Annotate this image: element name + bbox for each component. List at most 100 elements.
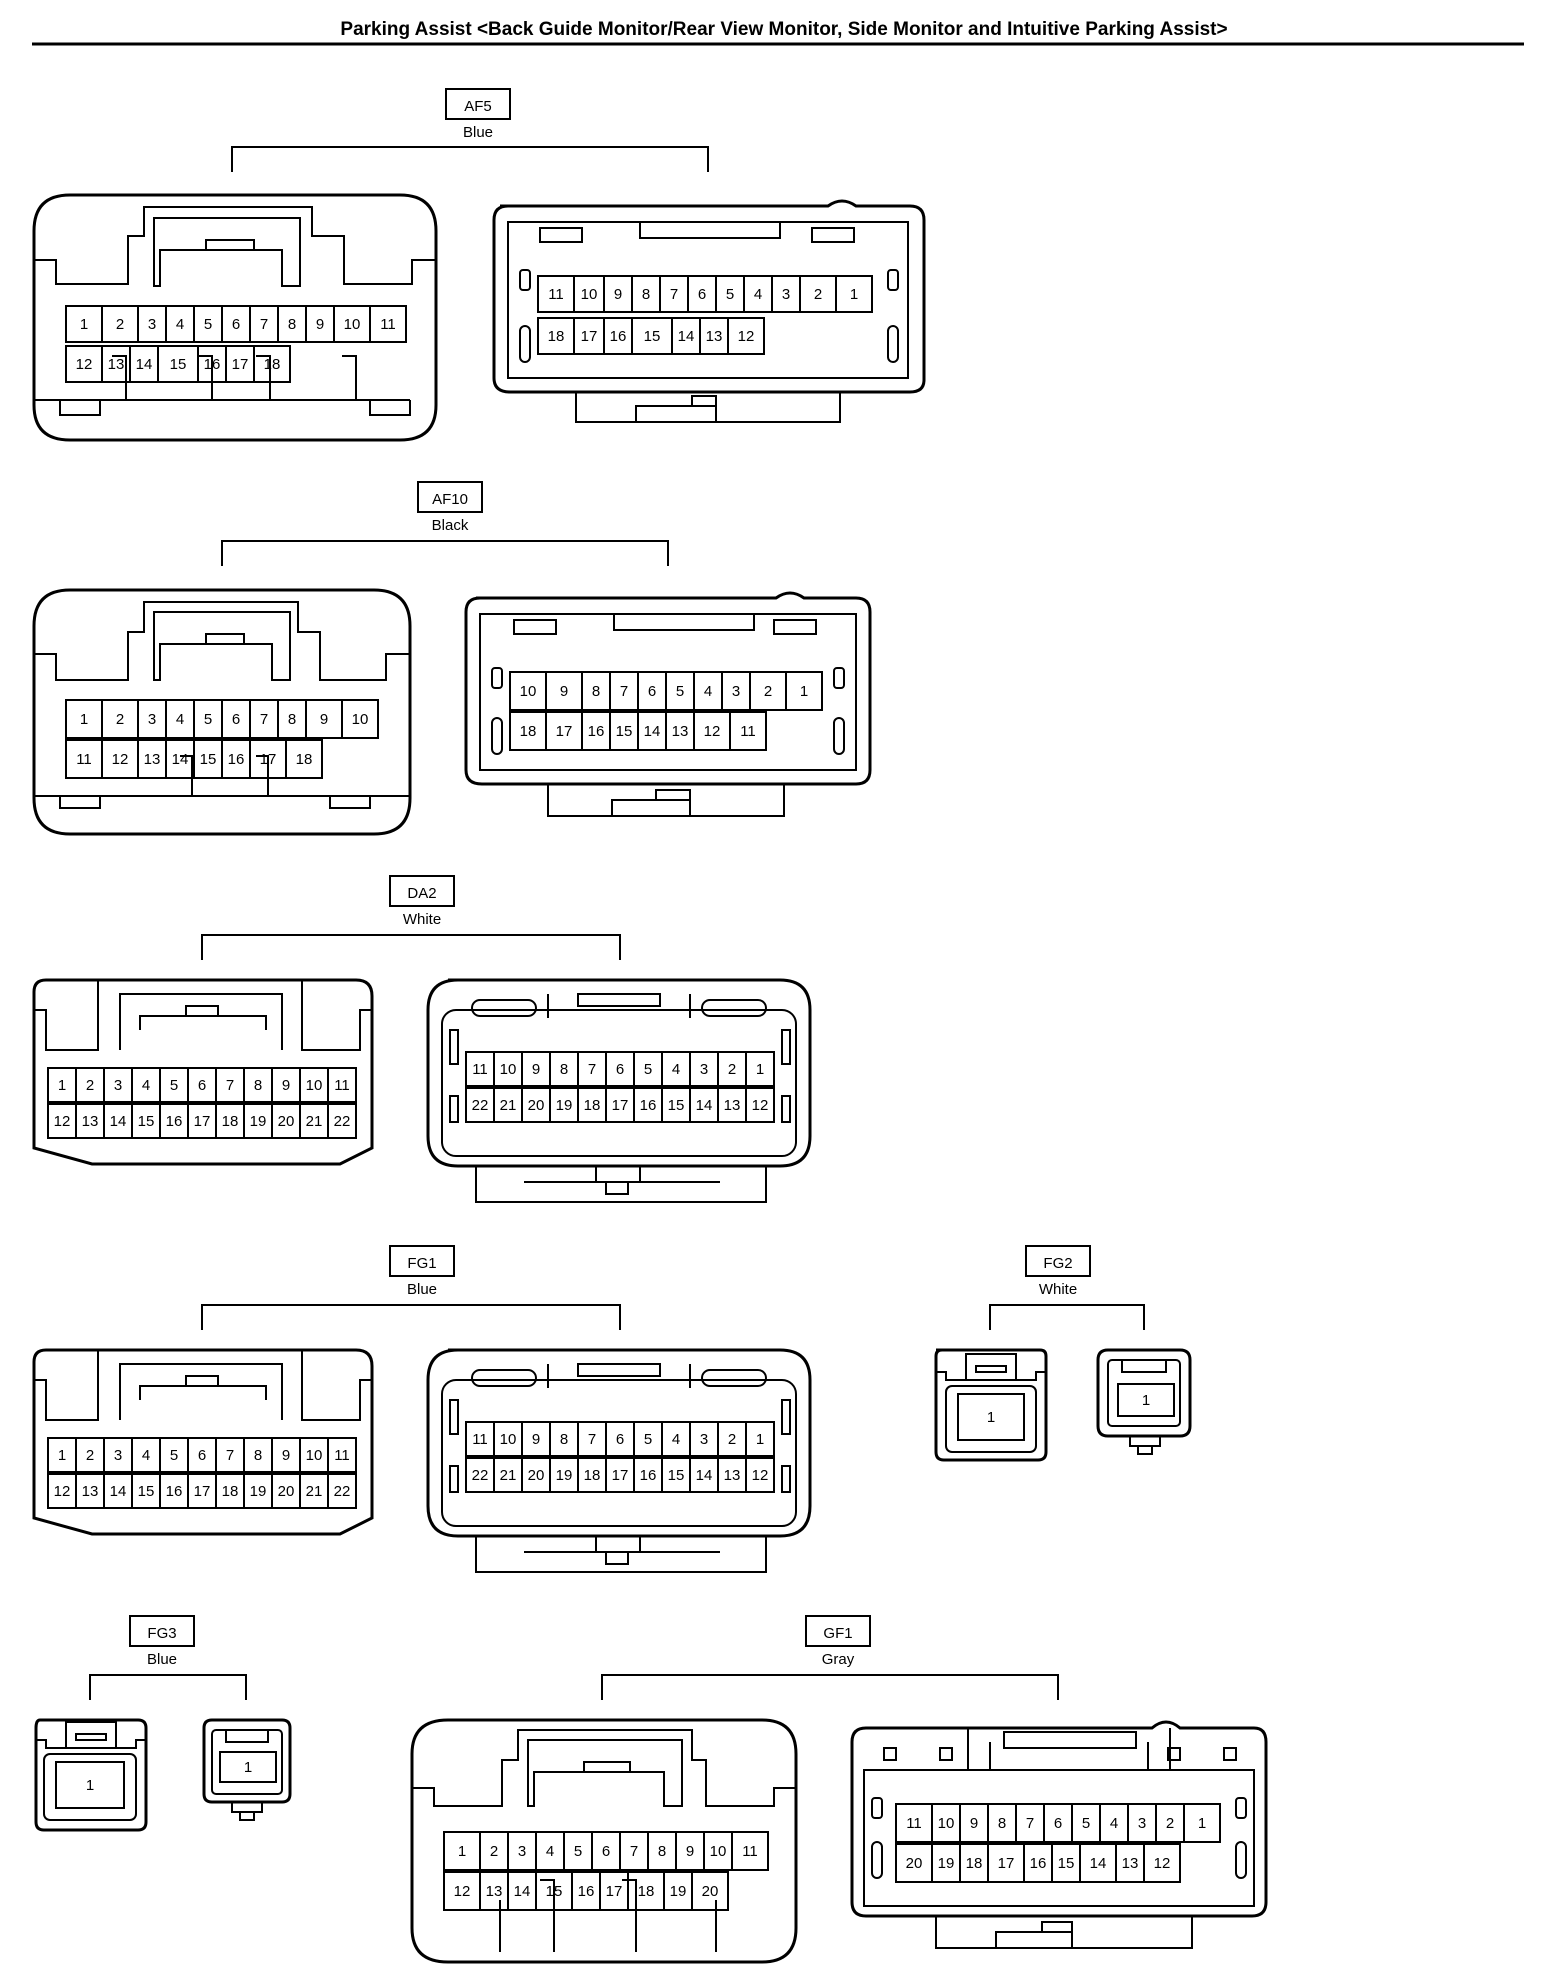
housing-right-side-a	[449, 1029, 459, 1065]
pin-number: 5	[676, 683, 684, 700]
pin-number: 9	[316, 316, 324, 333]
pin-number: 20	[702, 1883, 719, 1900]
pin-cell	[727, 317, 765, 355]
housing-left-inner	[945, 1385, 1037, 1453]
housing-left-latch-inner	[153, 611, 291, 681]
housing-right-side-d	[887, 325, 899, 363]
pin-number: 13	[144, 751, 161, 768]
pin-number: 12	[738, 328, 755, 345]
pin-number: 10	[710, 1843, 727, 1860]
pin-number: 18	[222, 1113, 239, 1130]
connector-code-box	[389, 875, 455, 907]
pin-number: 17	[260, 751, 277, 768]
housing-right-slot-d	[1223, 1747, 1237, 1761]
pin-number: 9	[532, 1061, 540, 1078]
pin-number: 9	[686, 1843, 694, 1860]
pin-number: 6	[648, 683, 656, 700]
pin-number: 1	[244, 1759, 252, 1776]
pin-number: 13	[1122, 1855, 1139, 1872]
pin-number: 4	[754, 286, 762, 303]
housing-right-top-notch	[547, 993, 691, 1018]
housing-right-upper	[967, 1728, 1171, 1770]
housing-right-inner	[863, 1769, 1255, 1907]
pin-number: 1	[86, 1777, 94, 1794]
pin-cell	[745, 1087, 775, 1123]
housing-right-slot-b	[701, 999, 767, 1017]
pin-number: 1	[850, 286, 858, 303]
pin-number: 18	[296, 751, 313, 768]
pin-number: 17	[606, 1883, 623, 1900]
pin-number: 17	[556, 723, 573, 740]
pin-number: 20	[528, 1097, 545, 1114]
pin-cell	[327, 1473, 357, 1509]
pin-number: 15	[668, 1097, 685, 1114]
pin-number: 22	[334, 1113, 351, 1130]
pin-number: 10	[938, 1815, 955, 1832]
pin-number: 12	[112, 751, 129, 768]
pin-number: 7	[670, 286, 678, 303]
connector-color: Blue	[463, 124, 493, 141]
pin-number: 19	[250, 1113, 267, 1130]
pin-number: 3	[114, 1077, 122, 1094]
connector-code-box	[805, 1615, 871, 1647]
pin-number: 5	[726, 286, 734, 303]
pin-number: 1	[800, 683, 808, 700]
pin-number: 4	[176, 711, 184, 728]
housing-right-slot-a	[539, 227, 583, 243]
pin-number: 10	[520, 683, 537, 700]
connector-bracket	[89, 1674, 247, 1700]
pin-number: 11	[380, 316, 396, 333]
housing-left-latch-inner	[139, 1005, 267, 1030]
pin-number: 15	[138, 1113, 155, 1130]
housing-right-side-c	[519, 325, 531, 363]
pin-number: 15	[668, 1467, 685, 1484]
pin-number: 9	[282, 1077, 290, 1094]
pin-cell	[327, 1103, 357, 1139]
pin-number: 2	[116, 711, 124, 728]
pin-number: 11	[334, 1447, 350, 1464]
connector-code-box	[1025, 1245, 1091, 1277]
pin-number: 11	[740, 723, 756, 740]
connector-group-fg2: FG2 White 1 1	[934, 1245, 1192, 1462]
pin-number: 16	[204, 356, 221, 373]
pin-number: 16	[166, 1483, 183, 1500]
connector-bracket	[989, 1304, 1145, 1330]
housing-right-top-notch	[547, 1363, 691, 1388]
pin-number: 9	[560, 683, 568, 700]
pin-number: 3	[700, 1431, 708, 1448]
pin-number: 13	[706, 328, 723, 345]
pin-number: 19	[556, 1097, 573, 1114]
pin-number: 11	[76, 751, 92, 768]
pin-number: 18	[548, 328, 565, 345]
pin-number: 3	[148, 711, 156, 728]
pin-cell	[731, 1831, 769, 1871]
housing-right-side-c	[449, 1095, 459, 1123]
pin-cell	[745, 1421, 775, 1457]
housing-right-side-d	[781, 1465, 791, 1493]
housing-left-inner	[43, 1753, 137, 1821]
pin-cell	[219, 1751, 277, 1783]
pin-number: 12	[54, 1483, 71, 1500]
pin-number: 4	[672, 1061, 680, 1078]
pin-number: 1	[1142, 1392, 1150, 1409]
pin-number: 8	[254, 1077, 262, 1094]
pin-number: 6	[616, 1431, 624, 1448]
pin-number: 1	[1198, 1815, 1206, 1832]
housing-right-slot-b	[773, 619, 817, 635]
pin-number: 7	[260, 316, 268, 333]
pin-number: 5	[204, 711, 212, 728]
housing-left	[32, 193, 438, 442]
pin-number: 15	[170, 356, 187, 373]
housing-left	[934, 1348, 1048, 1462]
housing-left-latch	[936, 1353, 1046, 1381]
connector-color: Black	[432, 517, 469, 534]
pin-number: 16	[610, 328, 627, 345]
pin-number: 20	[278, 1483, 295, 1500]
pin-number: 8	[288, 316, 296, 333]
housing-left-bottom	[34, 795, 410, 809]
housing-right-tabs	[547, 784, 785, 817]
pin-number: 6	[232, 711, 240, 728]
